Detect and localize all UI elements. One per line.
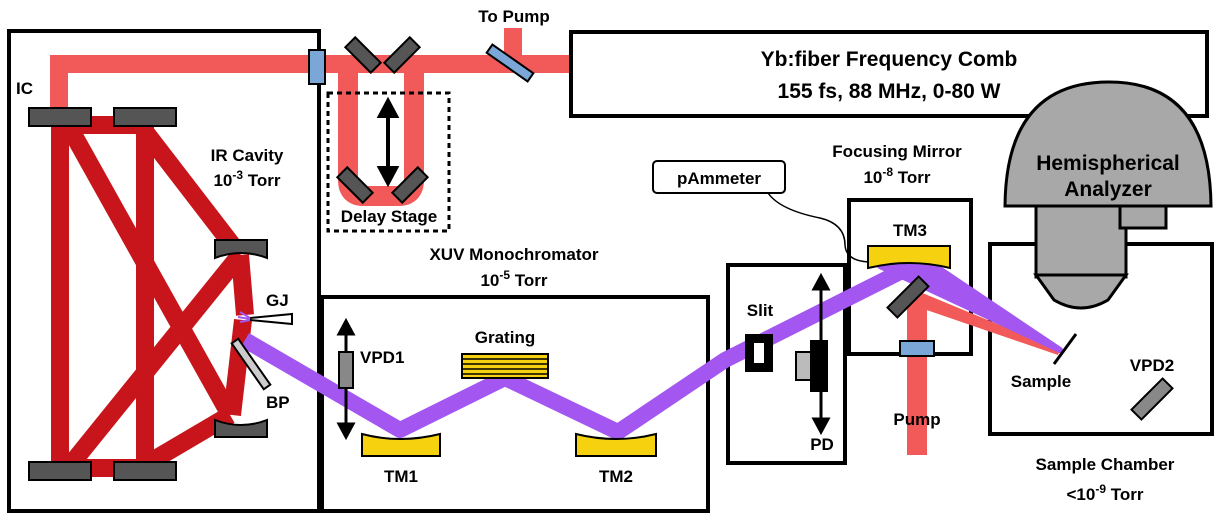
sample bbox=[1052, 333, 1078, 365]
brewster-plate bbox=[230, 337, 272, 391]
vpd2-label: VPD2 bbox=[1130, 356, 1174, 375]
delay-double-arrow bbox=[376, 96, 400, 188]
ic-label: IC bbox=[16, 79, 33, 98]
photodiode bbox=[795, 340, 828, 392]
delay-stage-box bbox=[326, 91, 451, 233]
sample-label: Sample bbox=[1011, 372, 1071, 391]
delay-stage-label: Delay Stage bbox=[341, 207, 437, 226]
vpd1-diode bbox=[338, 351, 354, 389]
focusing-mirror-label: Focusing Mirror bbox=[832, 142, 962, 161]
grating bbox=[461, 353, 549, 379]
pump-window bbox=[899, 340, 935, 357]
sample-chamber-pressure: <10-9 Torr bbox=[1067, 482, 1144, 504]
xuv-mono-label: XUV Monochromator bbox=[429, 245, 598, 264]
tm2-mirror bbox=[575, 432, 657, 457]
vpd2-diode bbox=[1130, 377, 1174, 421]
focusing-mirror-pressure: 10-8 Torr bbox=[863, 165, 930, 187]
pump-beam bbox=[907, 292, 1060, 455]
xuv-monochromator-chamber bbox=[320, 295, 710, 513]
pump-steering-mirror bbox=[886, 275, 930, 319]
delay-mirrors bbox=[335, 35, 430, 205]
pump-label: Pump bbox=[893, 410, 940, 429]
xuv-mono-pressure: 10-5 Torr bbox=[480, 268, 547, 290]
sample-chamber-label: Sample Chamber bbox=[1036, 455, 1175, 474]
xuv-beam bbox=[240, 260, 1063, 440]
ir-cavity-label: IR Cavity bbox=[211, 146, 284, 165]
gas-jet bbox=[249, 312, 293, 326]
tm1-label: TM1 bbox=[384, 467, 418, 486]
tm3-label: TM3 bbox=[893, 221, 927, 240]
gj-label: GJ bbox=[266, 291, 289, 310]
to-pump-label: To Pump bbox=[478, 7, 549, 26]
pammeter-label: pAmmeter bbox=[677, 169, 761, 188]
cavity-flat-mirrors bbox=[28, 107, 177, 481]
hemispherical-analyzer bbox=[1003, 80, 1213, 310]
analyzer-label-1: Hemispherical bbox=[1036, 152, 1180, 175]
grating-label: Grating bbox=[475, 328, 535, 347]
tm1-mirror bbox=[361, 432, 441, 457]
ir-cavity-pressure: 10-3 Torr bbox=[213, 168, 280, 190]
slit-opening bbox=[754, 343, 764, 363]
vpd1-label: VPD1 bbox=[360, 348, 404, 367]
cavity-curved-mirror-top bbox=[214, 239, 268, 260]
cavity-window bbox=[308, 49, 326, 85]
pump-pickoff-mirror bbox=[485, 43, 535, 83]
pammeter-wire bbox=[767, 192, 873, 263]
cavity-curved-mirror-bottom bbox=[214, 418, 268, 438]
comb-specs: 155 fs, 88 MHz, 0-80 W bbox=[778, 80, 1001, 103]
pd-label: PD bbox=[810, 435, 834, 454]
tm3-mirror bbox=[867, 245, 951, 270]
ir-cavity-chamber bbox=[7, 29, 321, 513]
slit-label: Slit bbox=[747, 301, 774, 320]
comb-title: Yb:fiber Frequency Comb bbox=[761, 48, 1018, 71]
vpd1-arrow bbox=[336, 317, 356, 441]
gas-plume bbox=[237, 311, 251, 323]
analyzer-label-2: Analyzer bbox=[1064, 178, 1152, 201]
pammeter-box bbox=[652, 160, 786, 194]
tm2-label: TM2 bbox=[599, 467, 633, 486]
bp-label: BP bbox=[266, 393, 290, 412]
